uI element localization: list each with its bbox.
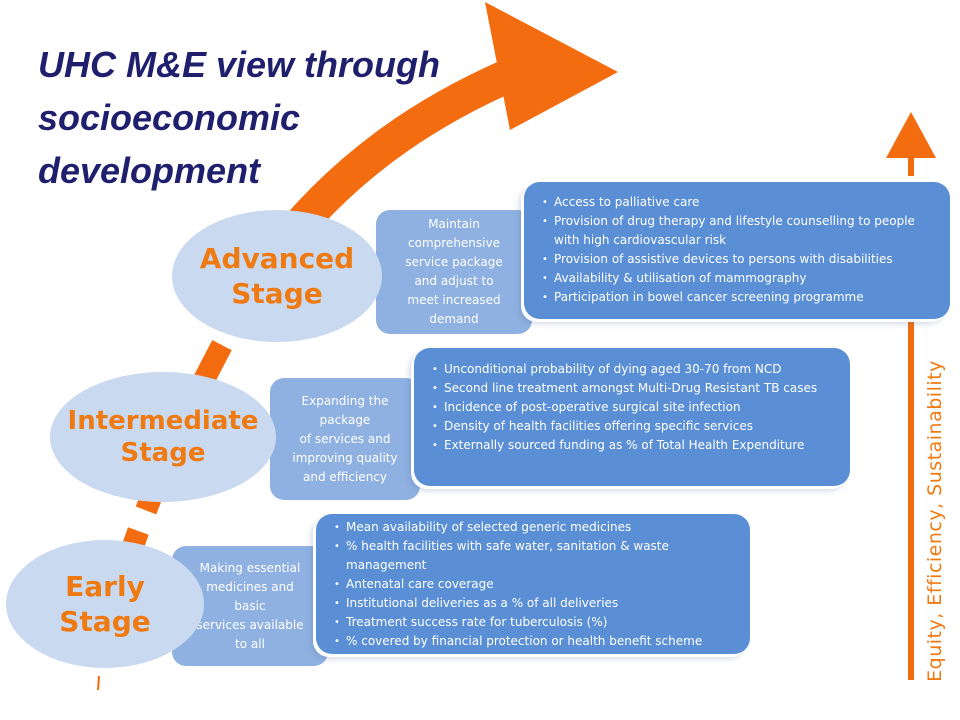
indicator-item: Antenatal care coverage — [334, 575, 740, 594]
indicator-item: Provision of drug therapy and lifestyle … — [542, 212, 938, 250]
early-stage-indicators: Mean availability of selected generic me… — [316, 514, 750, 654]
indicator-item: Unconditional probability of dying aged … — [432, 360, 838, 379]
intermediate-stage-description: Expanding the package of services and im… — [270, 378, 420, 500]
description-line: comprehensive — [408, 236, 500, 250]
description-line: demand — [429, 312, 479, 326]
indicator-item: % health facilities with safe water, san… — [334, 537, 740, 575]
title-line: socioeconomic — [38, 97, 301, 138]
stage-name-line: Stage — [59, 605, 151, 638]
title-line: development — [38, 150, 261, 191]
description-line: meet increased — [407, 293, 501, 307]
indicator-item: Density of health facilities offering sp… — [432, 417, 838, 436]
early-stage-description: Making essential medicines and basic ser… — [172, 546, 328, 666]
description-line: to all — [235, 636, 265, 651]
description-line: of services and — [299, 431, 391, 446]
early-stage-ellipse: Early Stage — [6, 540, 204, 668]
page-title: UHC M&E view through socioeconomic devel… — [38, 38, 558, 197]
description-line: Maintain — [428, 217, 480, 231]
indicator-item: Treatment success rate for tuberculosis … — [334, 613, 740, 632]
indicator-item: Access to palliative care — [542, 193, 938, 212]
stage-name-line: Advanced — [199, 242, 355, 275]
indicator-item: Provision of assistive devices to person… — [542, 250, 938, 269]
description-line: and efficiency — [303, 469, 387, 484]
advanced-stage-description: Maintain comprehensive service package a… — [376, 210, 532, 334]
description-line: medicines and — [206, 579, 294, 594]
description-line: services available — [196, 617, 304, 632]
indicator-item: Mean availability of selected generic me… — [334, 518, 740, 537]
indicator-item: Participation in bowel cancer screening … — [542, 288, 938, 307]
indicator-item: % covered by financial protection or hea… — [334, 632, 740, 651]
indicator-item: Institutional deliveries as a % of all d… — [334, 594, 740, 613]
description-line: package — [319, 412, 371, 427]
title-line: UHC M&E view through — [38, 44, 440, 85]
indicator-item: Availability & utilisation of mammograph… — [542, 269, 938, 288]
description-line: and adjust to — [414, 274, 494, 288]
description-line: Making essential — [199, 560, 301, 575]
intermediate-stage-ellipse: Intermediate Stage — [50, 372, 276, 502]
description-line: service package — [405, 255, 503, 269]
description-line: basic — [234, 598, 266, 613]
indicator-item: Second line treatment amongst Multi-Drug… — [432, 379, 838, 398]
stage-name-line: Stage — [231, 277, 323, 310]
equity-arrow — [886, 112, 936, 680]
description-line: Expanding the — [301, 393, 389, 408]
description-line: improving quality — [292, 450, 398, 465]
stage-name-line: Stage — [120, 438, 206, 468]
stage-name-line: Early — [65, 570, 145, 603]
indicator-item: Externally sourced funding as % of Total… — [432, 436, 838, 455]
indicator-item: Incidence of post-operative surgical sit… — [432, 398, 838, 417]
equity-efficiency-sustainability-label: Equity, Efficiency, Sustainability — [924, 360, 946, 682]
intermediate-stage-indicators: Unconditional probability of dying aged … — [414, 348, 850, 486]
advanced-stage-ellipse: Advanced Stage — [172, 210, 382, 342]
progress-arrow-head — [485, 2, 618, 130]
stage-name-line: Intermediate — [67, 405, 259, 436]
advanced-stage-indicators: Access to palliative care Provision of d… — [524, 182, 950, 319]
